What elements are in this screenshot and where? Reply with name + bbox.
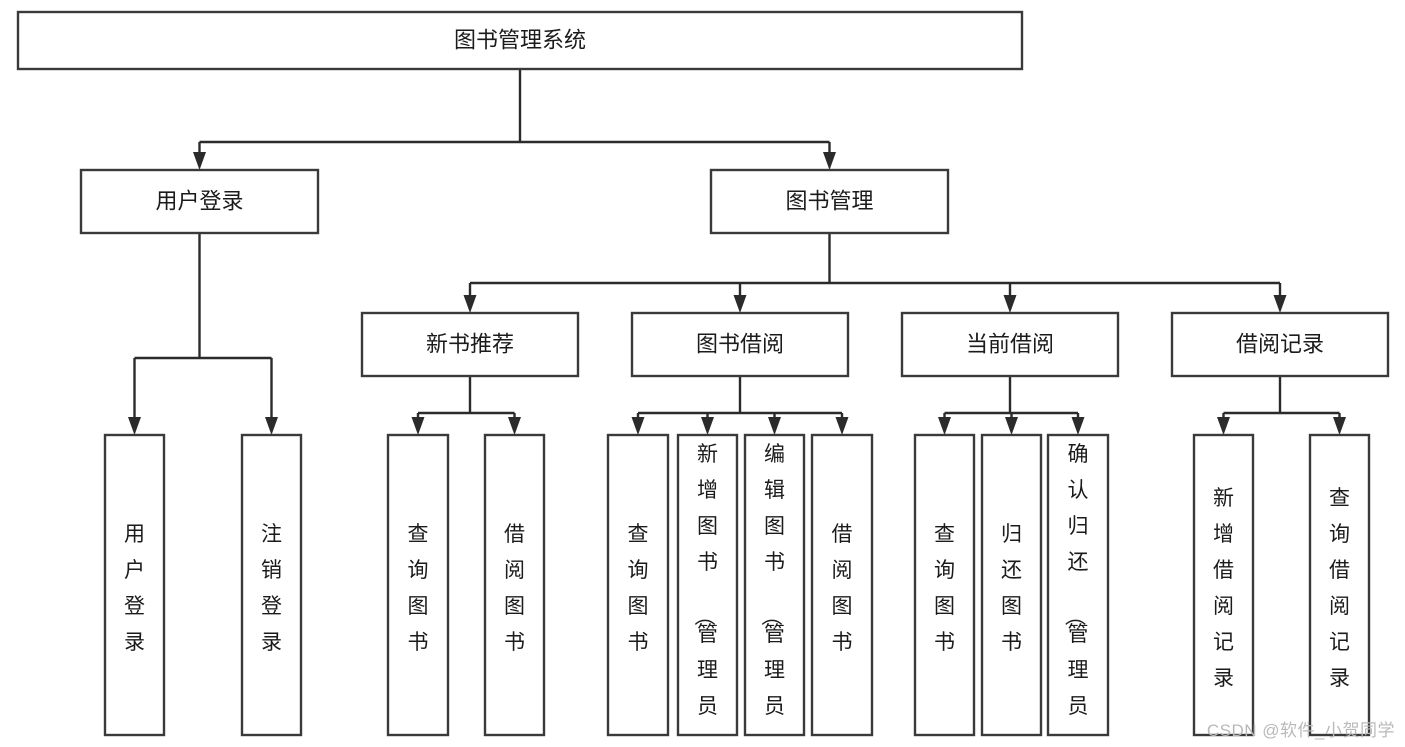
node-box bbox=[810, 433, 874, 737]
node-label: 借阅图书 bbox=[504, 523, 525, 654]
node-leaf-add-record[interactable]: 新增借阅记录 bbox=[1192, 433, 1255, 737]
node-box bbox=[1192, 433, 1255, 737]
node-box bbox=[980, 433, 1043, 737]
node-label: 用户登录 bbox=[124, 523, 145, 654]
node-label: 借阅记录 bbox=[1236, 331, 1324, 356]
node-label: 查询图书 bbox=[934, 523, 955, 654]
connector-group bbox=[128, 233, 278, 435]
node-current-borrow[interactable]: 当前借阅 bbox=[900, 311, 1120, 378]
node-box bbox=[900, 311, 1120, 378]
node-new-book-rec[interactable]: 新书推荐 bbox=[360, 311, 580, 378]
node-leaf-query-record[interactable]: 查询借阅记录 bbox=[1308, 433, 1371, 737]
node-label: 当前借阅 bbox=[966, 331, 1054, 356]
node-box bbox=[240, 433, 303, 737]
connector-group bbox=[411, 376, 521, 435]
node-borrow-record[interactable]: 借阅记录 bbox=[1170, 311, 1390, 378]
connector-group bbox=[938, 376, 1085, 435]
connector-group bbox=[1217, 376, 1346, 435]
node-book-borrow[interactable]: 图书借阅 bbox=[630, 311, 850, 378]
node-label: 图书管理系统 bbox=[454, 27, 586, 52]
node-leaf-logout-login[interactable]: 注销登录 bbox=[240, 433, 303, 737]
node-user-login[interactable]: 用户登录 bbox=[79, 168, 320, 235]
node-label: 借阅图书 bbox=[832, 523, 853, 654]
node-box bbox=[386, 433, 450, 737]
node-label: 新增借阅记录 bbox=[1213, 487, 1234, 690]
connector-layer bbox=[128, 69, 1346, 435]
connector-group bbox=[631, 376, 849, 435]
node-box bbox=[1170, 311, 1390, 378]
node-label: 确认归还（管理员） bbox=[1063, 443, 1089, 747]
node-label: 查询图书 bbox=[408, 523, 429, 654]
node-leaf-add-book[interactable]: 新增图书（管理员） bbox=[676, 433, 739, 747]
node-label: 图书借阅 bbox=[696, 331, 784, 356]
node-box bbox=[1308, 433, 1371, 737]
node-root[interactable]: 图书管理系统 bbox=[16, 10, 1024, 71]
node-label: 用户登录 bbox=[155, 188, 243, 213]
connector-group bbox=[193, 69, 836, 170]
connector-group bbox=[463, 233, 1287, 313]
node-leaf-edit-book[interactable]: 编辑图书（管理员） bbox=[743, 433, 806, 747]
node-label: 新增图书（管理员） bbox=[692, 443, 718, 747]
node-leaf-return-book[interactable]: 归还图书 bbox=[980, 433, 1043, 737]
node-box bbox=[483, 433, 546, 737]
node-box bbox=[360, 311, 580, 378]
node-label: 归还图书 bbox=[1001, 523, 1022, 654]
node-leaf-user-login[interactable]: 用户登录 bbox=[103, 433, 166, 737]
node-label: 查询借阅记录 bbox=[1329, 487, 1350, 690]
node-label: 查询图书 bbox=[628, 523, 649, 654]
node-box bbox=[1046, 433, 1110, 737]
node-box bbox=[103, 433, 166, 737]
node-leaf-borrow-book[interactable]: 借阅图书 bbox=[810, 433, 874, 737]
node-leaf-confirm-return[interactable]: 确认归还（管理员） bbox=[1046, 433, 1110, 747]
node-label: 图书管理 bbox=[785, 188, 873, 213]
node-leaf-borrow-book-rec[interactable]: 借阅图书 bbox=[483, 433, 546, 737]
node-box bbox=[743, 433, 806, 737]
node-label: 新书推荐 bbox=[426, 331, 514, 356]
node-box bbox=[79, 168, 320, 235]
node-leaf-query-book-current[interactable]: 查询图书 bbox=[913, 433, 976, 737]
node-label: 编辑图书（管理员） bbox=[759, 443, 785, 747]
node-box bbox=[16, 10, 1024, 71]
node-box bbox=[630, 311, 850, 378]
node-label: 注销登录 bbox=[261, 523, 282, 654]
node-book-manage[interactable]: 图书管理 bbox=[709, 168, 950, 235]
node-layer: 图书管理系统用户登录图书管理新书推荐图书借阅当前借阅借阅记录用户登录注销登录查询… bbox=[16, 10, 1390, 747]
node-box bbox=[606, 433, 670, 737]
node-leaf-query-book-borrow[interactable]: 查询图书 bbox=[606, 433, 670, 737]
node-box bbox=[676, 433, 739, 737]
node-box bbox=[709, 168, 950, 235]
node-leaf-query-book-rec[interactable]: 查询图书 bbox=[386, 433, 450, 737]
node-box bbox=[913, 433, 976, 737]
